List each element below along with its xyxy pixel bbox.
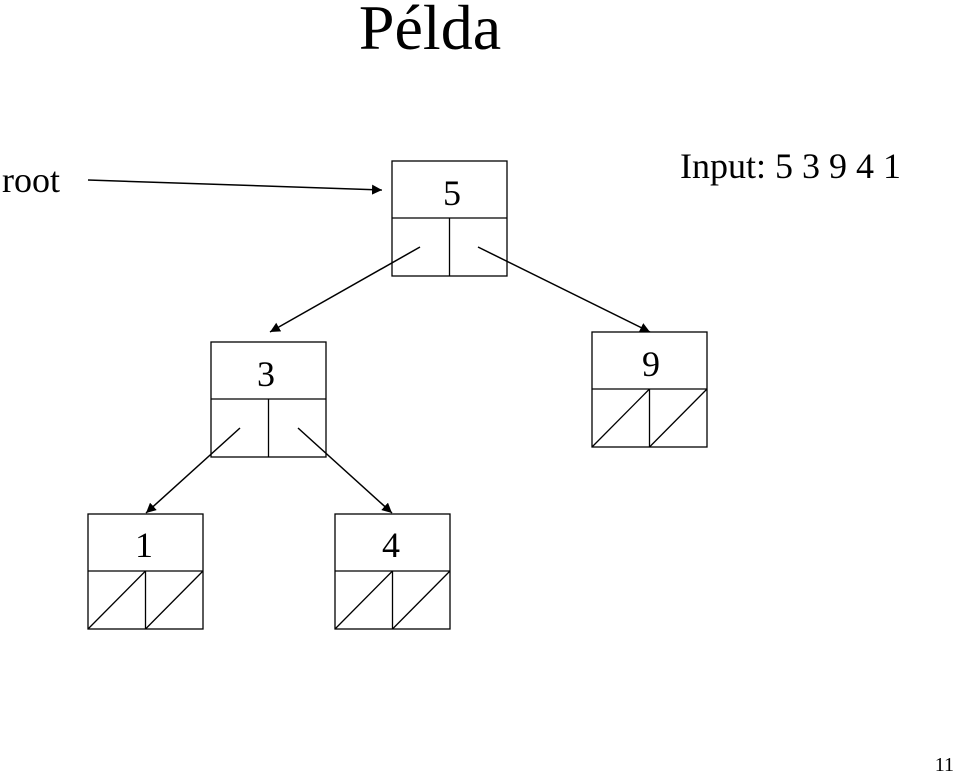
slide-title: Példa (358, 0, 502, 63)
null-pointer-slash (334, 570, 393, 630)
tree-node-9: 9 (591, 331, 708, 448)
node-value: 3 (257, 354, 275, 394)
tree-node-3: 3 (210, 341, 327, 458)
input-sequence-label: Input: 5 3 9 4 1 (680, 146, 901, 186)
null-pointer-slash (145, 570, 204, 630)
node-value: 5 (443, 173, 461, 213)
node-value: 9 (642, 344, 660, 384)
root-pointer-arrow (87, 179, 383, 195)
edge-5-to-3 (269, 246, 421, 333)
edge-3-to-1 (145, 427, 241, 514)
tree-node-4: 4 (334, 513, 451, 630)
node-value: 4 (382, 525, 400, 565)
edge-3-to-4 (297, 427, 393, 514)
tree-node-1: 1 (87, 513, 204, 630)
root-label: root (2, 160, 60, 200)
edge-5-to-9 (477, 246, 651, 333)
null-pointer-slash (649, 388, 708, 448)
null-pointer-slash (591, 388, 650, 448)
null-pointer-slash (87, 570, 146, 630)
page-number: 11 (934, 754, 954, 776)
tree-node-5: 5 (391, 160, 508, 277)
null-pointer-slash (392, 570, 451, 630)
node-value: 1 (135, 525, 153, 565)
